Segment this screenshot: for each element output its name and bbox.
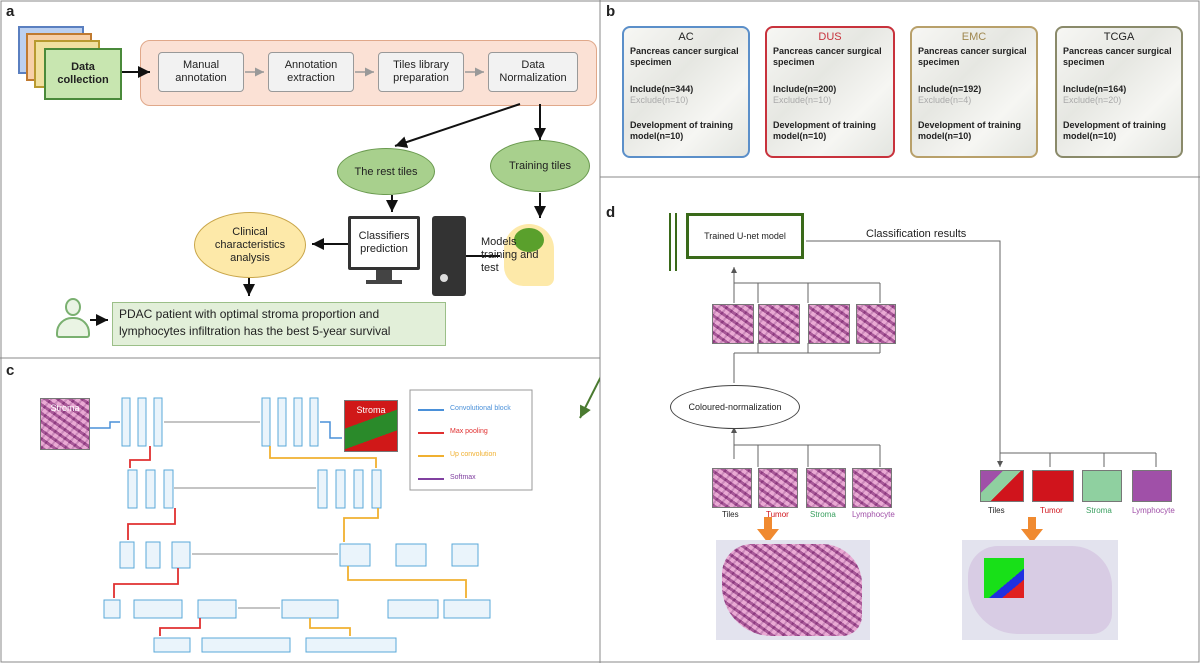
result-lymphocyte-swatch — [1132, 470, 1172, 502]
step-annotation-extraction: Annotation extraction — [268, 52, 354, 92]
panel-d-connectors — [669, 213, 1157, 543]
result-label-tumor: Tumor — [1040, 506, 1063, 515]
cohort-specimen: Pancreas cancer surgical specimen — [630, 46, 739, 67]
cohort-exclude: Exclude(n=10) — [773, 95, 832, 105]
coloured-normalization-node: Coloured-normalization — [670, 385, 800, 429]
cohort-development: Development of training model(n=10) — [1063, 120, 1167, 141]
cohort-card-tcga: TCGA Pancreas cancer surgical specimen I… — [1055, 26, 1183, 158]
cohort-card-emc: EMC Pancreas cancer surgical specimen In… — [910, 26, 1038, 158]
result-tumor-swatch — [1032, 470, 1074, 502]
input-label: Stroma — [50, 403, 80, 413]
raw-tile-tumor — [758, 468, 798, 508]
training-tiles-node: Training tiles — [490, 140, 590, 192]
cohort-development: Development of training model(n=10) — [773, 120, 877, 141]
tile-label-lymphocyte: Lymphocyte — [852, 510, 895, 519]
clinical-analysis-node: Clinical characteristics analysis — [194, 212, 306, 278]
result-stroma-swatch — [1082, 470, 1122, 502]
computer-icon: Classifiers prediction — [348, 216, 468, 296]
cohort-card-dus: DUS Pancreas cancer surgical specimen In… — [765, 26, 895, 158]
step-data-normalization: Data Normalization — [488, 52, 578, 92]
models-training-label: Models training and test — [481, 236, 539, 274]
panel-b-letter: b — [606, 3, 616, 20]
output-label: Stroma — [356, 405, 386, 415]
panel-c-letter: c — [6, 362, 15, 379]
data-collection-label: Data collection — [44, 48, 122, 100]
panel-a-letter: a — [6, 3, 15, 20]
cohort-name: AC — [678, 31, 694, 43]
result-label-lymphocyte: Lymphocyte — [1132, 506, 1175, 515]
raw-tile-stroma — [806, 468, 846, 508]
classification-results-label: Classification results — [866, 228, 967, 240]
cohort-name: TCGA — [1103, 31, 1135, 43]
cohort-include: Include(n=192) — [918, 84, 982, 94]
patient-person-icon — [54, 298, 92, 340]
legend-upconv: Up convolution — [450, 451, 497, 458]
legend-maxpool: Max pooling — [450, 428, 488, 435]
cohort-development: Development of training model(n=10) — [630, 120, 734, 141]
raw-tile — [712, 468, 752, 508]
unet-architecture — [90, 376, 600, 653]
output-stroma-mask: Stroma — [344, 400, 398, 452]
normalized-tile — [712, 304, 754, 344]
cohort-card-ac: AC Pancreas cancer surgical specimen Inc… — [622, 26, 750, 158]
tile-label-tumor: Tumor — [766, 510, 789, 519]
cohort-specimen: Pancreas cancer surgical specimen — [918, 46, 1027, 67]
whole-slide-image — [716, 540, 870, 640]
cohort-include: Include(n=344) — [630, 84, 694, 94]
cohort-name: DUS — [818, 31, 842, 43]
brain-head-icon — [500, 220, 560, 290]
step-tiles-library: Tiles library preparation — [378, 52, 464, 92]
normalized-tile — [856, 304, 896, 344]
cohort-specimen: Pancreas cancer surgical specimen — [1063, 46, 1172, 67]
legend-conv: Convolutional block — [450, 405, 511, 412]
legend-softmax: Softmax — [450, 474, 476, 481]
cohort-specimen: Pancreas cancer surgical specimen — [773, 46, 882, 67]
tile-label-stroma: Stroma — [810, 510, 836, 519]
input-stroma-tile: Stroma — [40, 398, 90, 450]
tile-label-tiles: Tiles — [722, 510, 739, 519]
cohort-exclude: Exclude(n=20) — [1063, 95, 1122, 105]
conclusion-box: PDAC patient with optimal stroma proport… — [112, 302, 446, 346]
data-collection-stack: Data collection — [18, 26, 128, 101]
rest-tiles-node: The rest tiles — [337, 148, 435, 195]
trained-unet-model-box: Trained U-net model — [686, 213, 804, 259]
panel-d-letter: d — [606, 204, 616, 221]
cohort-include: Include(n=200) — [773, 84, 837, 94]
classifiers-prediction-label: Classifiers prediction — [348, 216, 420, 270]
normalized-tile — [808, 304, 850, 344]
step-manual-annotation: Manual annotation — [158, 52, 244, 92]
classified-slide-image — [962, 540, 1118, 640]
result-tile — [980, 470, 1024, 502]
result-label-tiles: Tiles — [988, 506, 1005, 515]
cohort-exclude: Exclude(n=4) — [918, 95, 972, 105]
cohort-exclude: Exclude(n=10) — [630, 95, 689, 105]
normalized-tile — [758, 304, 800, 344]
raw-tile-lymphocyte — [852, 468, 892, 508]
cohort-name: EMC — [961, 31, 987, 43]
cohort-include: Include(n=164) — [1063, 84, 1127, 94]
result-label-stroma: Stroma — [1086, 506, 1112, 515]
cohort-development: Development of training model(n=10) — [918, 120, 1022, 141]
